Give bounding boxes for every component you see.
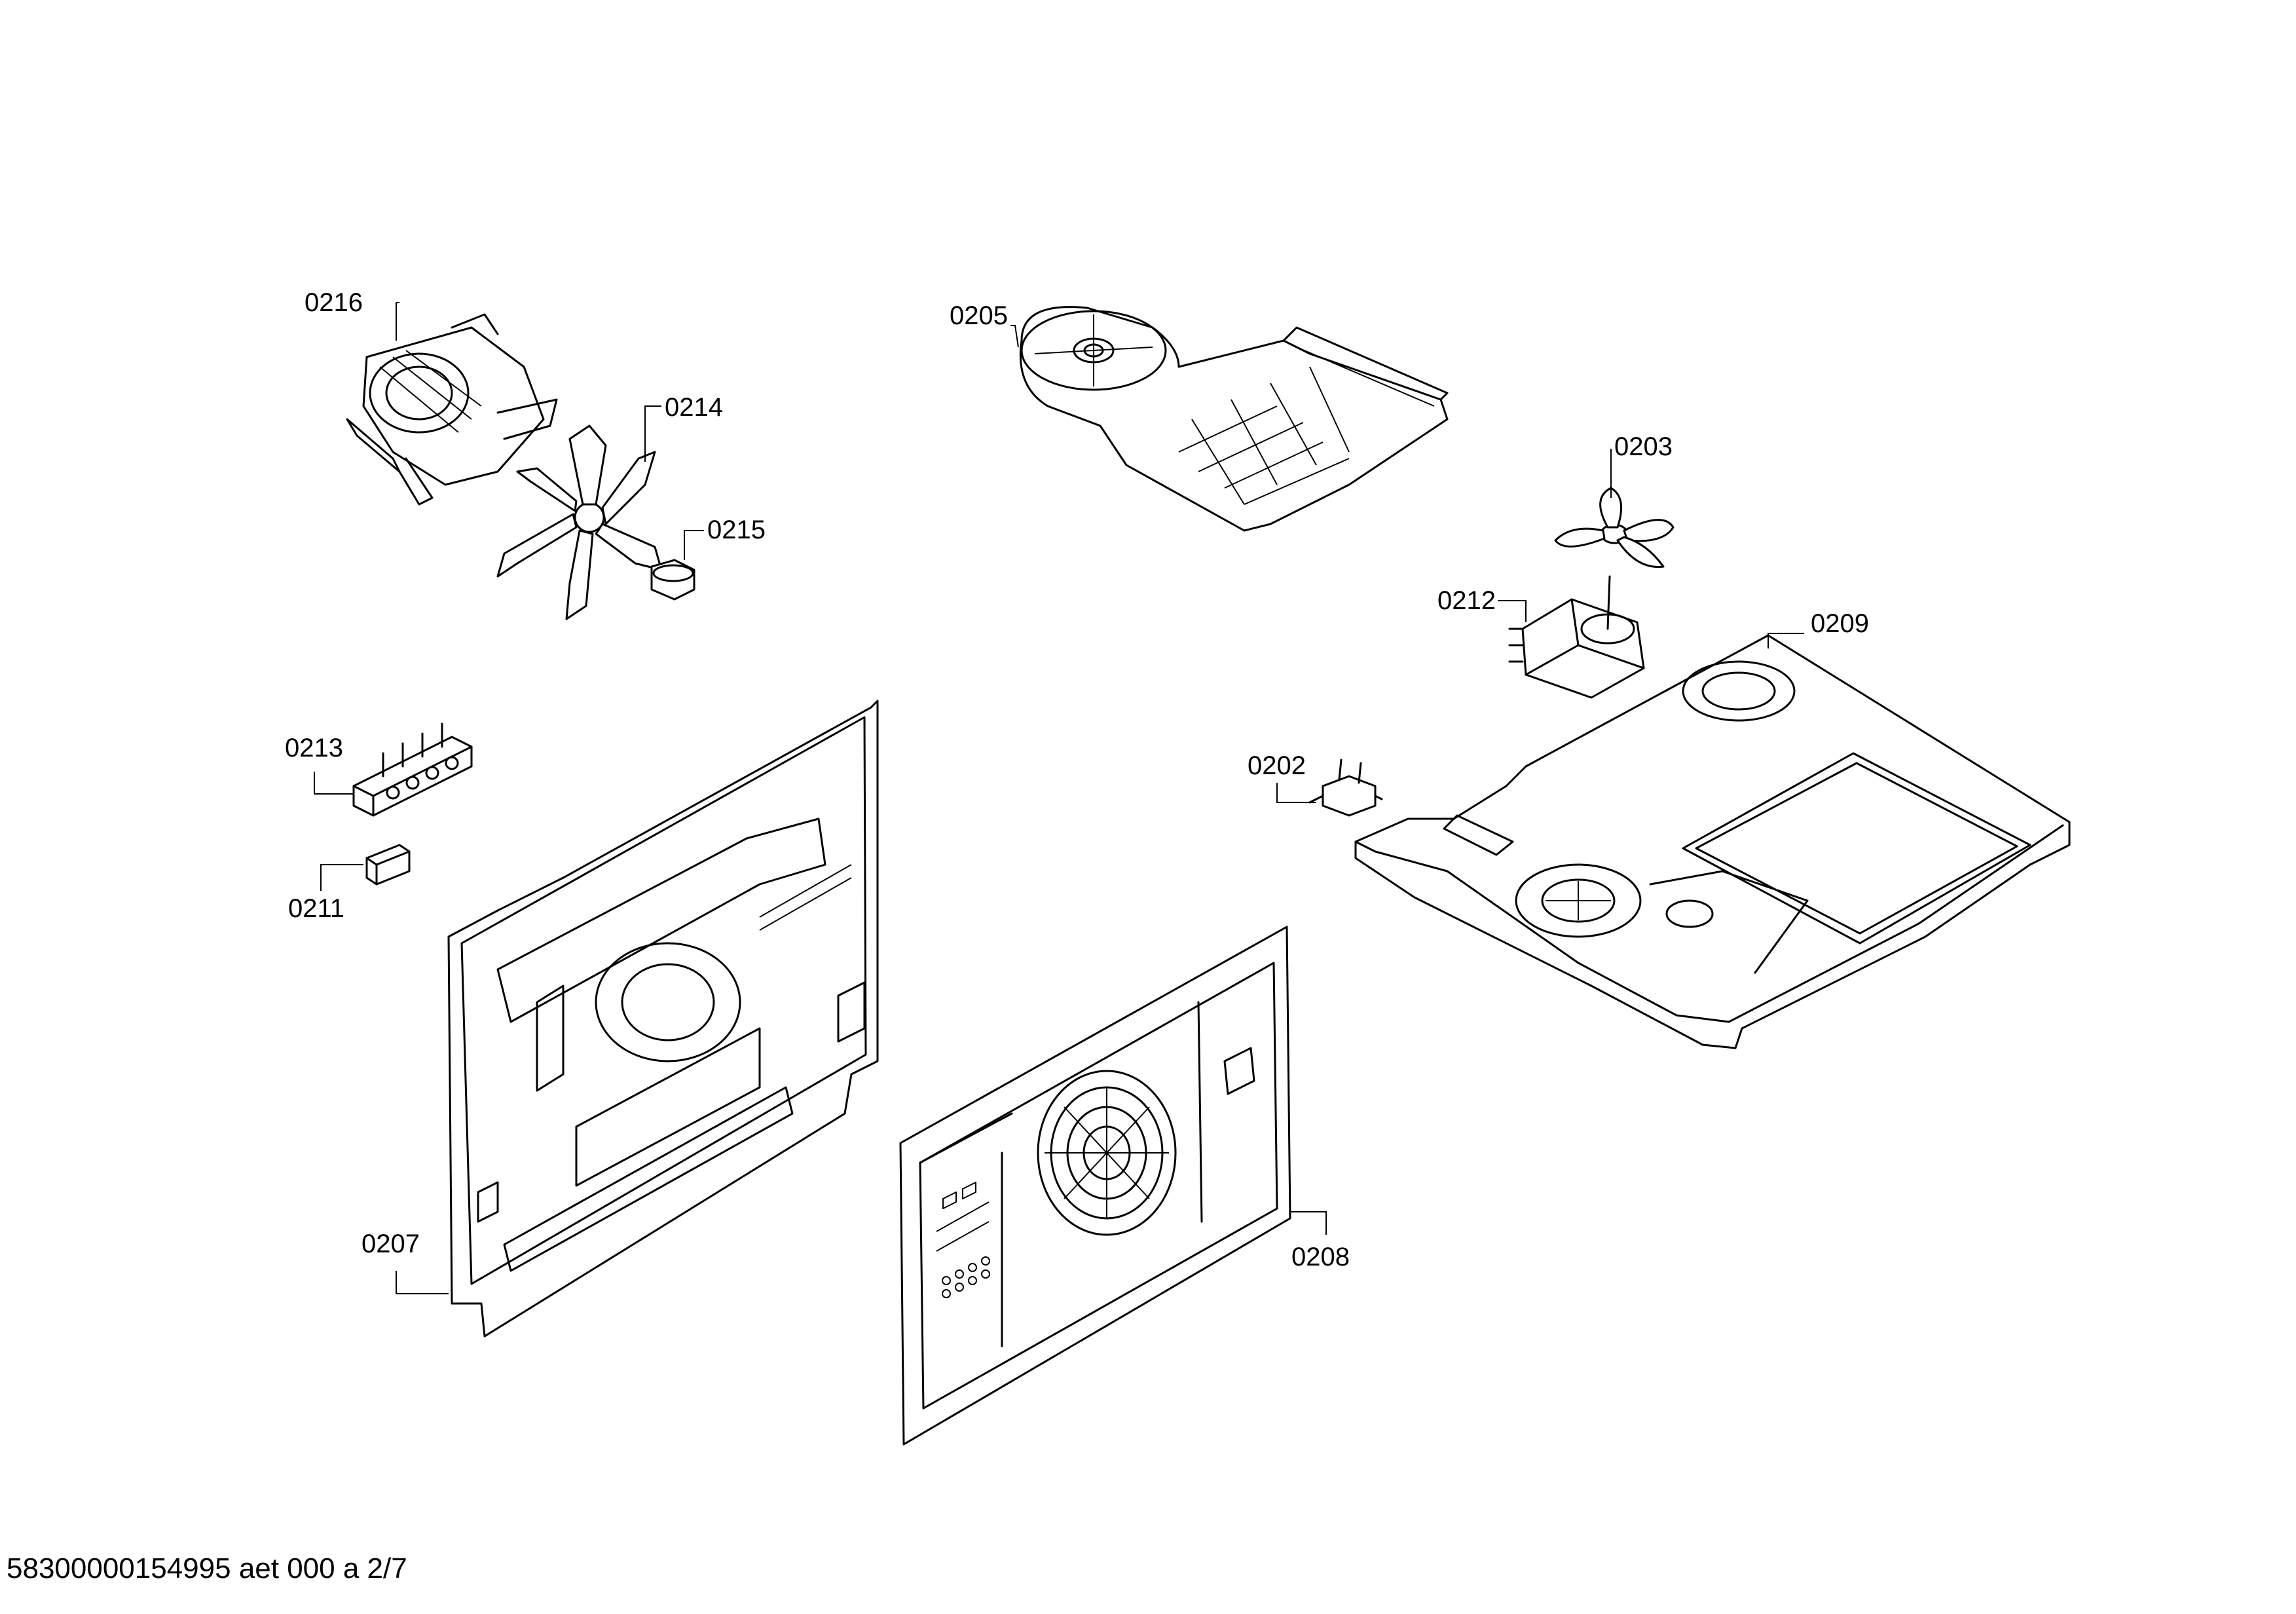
label-0203: 0203	[1614, 432, 1673, 461]
label-0202: 0202	[1248, 751, 1306, 780]
part-0214-fan-blade	[496, 424, 663, 620]
label-0215: 0215	[707, 516, 766, 544]
label-0216: 0216	[305, 288, 363, 317]
part-0202-thermostat-switch	[1308, 759, 1383, 817]
label-0207: 0207	[361, 1229, 420, 1258]
label-0209: 0209	[1811, 609, 1869, 638]
label-0212: 0212	[1437, 586, 1496, 615]
part-0215-nut	[650, 559, 695, 601]
label-0213: 0213	[285, 734, 343, 762]
part-0205-air-duct	[1019, 306, 1449, 532]
label-0214: 0214	[665, 393, 723, 422]
part-0216-fan-motor	[346, 313, 558, 506]
part-0213-terminal-block	[352, 723, 473, 817]
document-code: 58300000154995 aet 000 a 2/7	[7, 1552, 407, 1585]
part-0211-connector	[365, 844, 411, 886]
part-0208-front-panel	[899, 926, 1291, 1446]
label-0208: 0208	[1291, 1243, 1350, 1271]
label-0211: 0211	[288, 894, 344, 923]
label-0205: 0205	[950, 301, 1008, 330]
part-0209-base-plate	[1354, 634, 2071, 1049]
part-0207-rear-panel	[447, 700, 879, 1338]
part-0212-small-motor	[1508, 575, 1645, 699]
part-0203-fan-propeller	[1554, 487, 1675, 568]
